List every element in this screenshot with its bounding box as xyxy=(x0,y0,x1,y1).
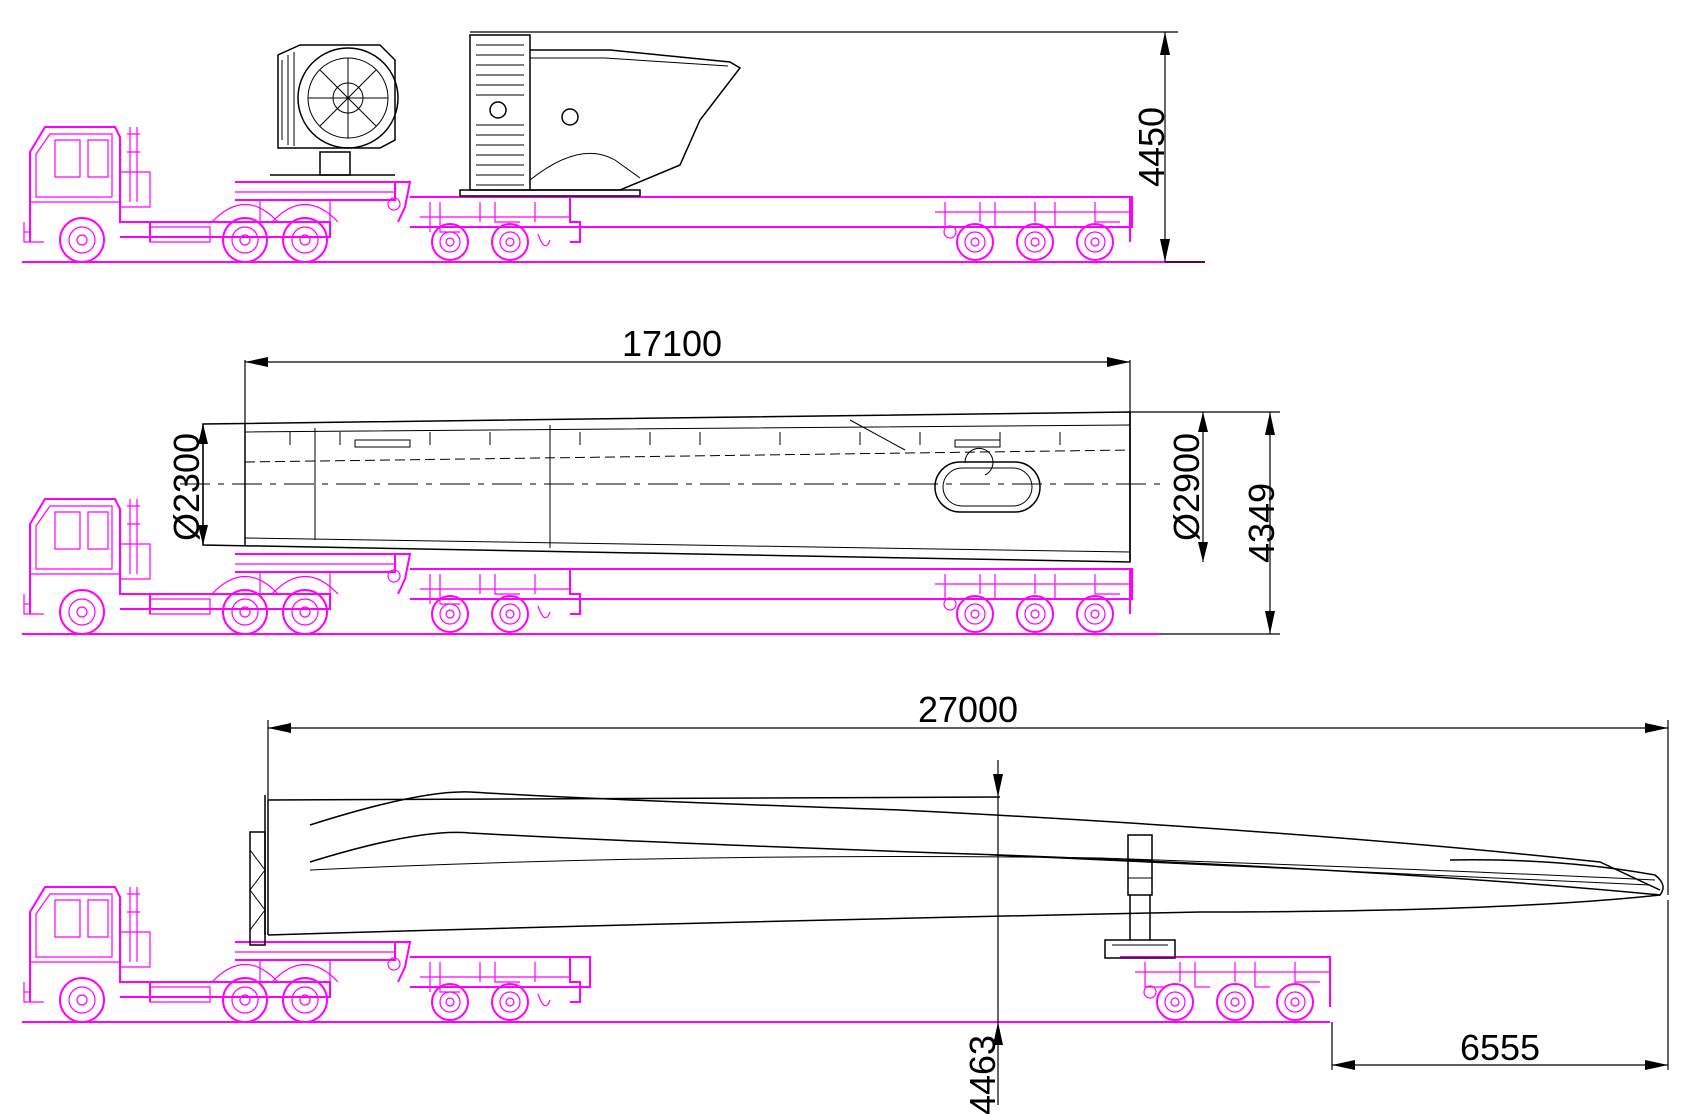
trailer-bogie-rear xyxy=(934,196,1131,261)
height-dimension-1: 4450 xyxy=(470,31,1205,263)
blade-mid-support xyxy=(1104,834,1176,959)
height-dimension-2: 4349 xyxy=(1130,411,1282,635)
blade-root-frame xyxy=(249,795,266,946)
hub xyxy=(270,44,399,176)
trailer-bogie-rear xyxy=(934,568,1131,633)
blade xyxy=(267,791,1664,936)
panel-tower-section: 17100 Ø2300 Ø2900 4349 xyxy=(22,323,1282,635)
diameter-label-large: Ø2900 xyxy=(1166,433,1207,541)
height-dimension-3: 4463 xyxy=(962,760,1003,1114)
length-label: 27000 xyxy=(918,689,1018,730)
trailer-bogie-front xyxy=(419,568,581,633)
overhang-label: 6555 xyxy=(1460,1027,1540,1068)
trailer-deck xyxy=(410,196,1133,228)
vehicle-combination xyxy=(22,498,1160,635)
trailer-bogie-front xyxy=(419,956,581,1021)
length-dimension-27000: 27000 xyxy=(267,689,1669,895)
overhang-dimension-6555: 6555 xyxy=(1331,900,1669,1070)
diameter-dimension-large: Ø2900 xyxy=(1166,412,1208,562)
trailer-deck xyxy=(410,568,1133,600)
trailer-bogie-front xyxy=(419,196,581,261)
vehicle-combination xyxy=(22,126,1205,263)
diameter-dimension-small: Ø2300 xyxy=(166,424,208,545)
height-label-4463: 4463 xyxy=(962,1035,1003,1114)
tower-section xyxy=(180,411,1160,563)
height-label-4349: 4349 xyxy=(1241,483,1282,563)
panel-nacelle-hub: 4450 xyxy=(22,31,1205,263)
nacelle xyxy=(459,34,742,197)
panel-blade: 27000 4463 6555 xyxy=(22,689,1669,1114)
vehicle-combination xyxy=(22,886,1331,1023)
height-label-4450: 4450 xyxy=(1131,107,1172,187)
trailer-bogie-rear xyxy=(1134,956,1331,1021)
length-label: 17100 xyxy=(622,323,722,364)
length-dimension-17100: 17100 xyxy=(244,323,1131,424)
truck-tractor xyxy=(23,498,411,635)
truck-tractor xyxy=(23,886,411,1023)
diameter-label-small: Ø2300 xyxy=(166,433,207,541)
